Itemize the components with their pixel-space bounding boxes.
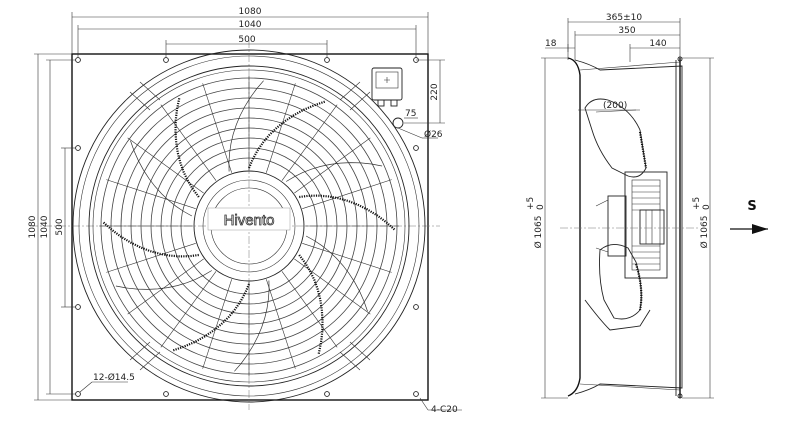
guard-spoke <box>160 271 217 348</box>
dim-gland-offset: 75 <box>405 109 416 119</box>
logo-text: Hivento <box>224 212 275 229</box>
guard-spoke <box>281 271 338 348</box>
blade-trailing-edge <box>305 235 368 312</box>
corner-callout: 4-C20 <box>431 405 458 415</box>
dim-height-inner-holes: 500 <box>55 218 65 235</box>
terminal-box <box>371 67 403 107</box>
front-left-dimensions <box>34 53 76 401</box>
impeller-blades <box>102 80 396 372</box>
venturi-ring-3 <box>88 65 410 387</box>
dim-depth-body: 350 <box>618 26 635 36</box>
airflow-label: S <box>747 199 756 214</box>
side-view: 365±10 350 140 18 <box>526 13 768 399</box>
holes-callout: 12-Ø14.5 <box>93 372 135 383</box>
guard-spoke <box>266 279 296 369</box>
blade-leading-edge <box>174 97 200 198</box>
guard-spoke <box>302 179 392 209</box>
blade-trailing-edge <box>130 140 193 217</box>
guard-spoke <box>160 104 217 181</box>
front-right-dimensions <box>397 59 445 139</box>
blade-leading-edge <box>298 254 324 355</box>
dim-dia-left: Ø 1065 <box>533 216 544 249</box>
dim-dia-right-tol-bottom: 0 <box>702 204 712 210</box>
front-top-dimensions <box>71 12 429 58</box>
venturi-outer-ring <box>72 49 426 403</box>
side-top-dimensions <box>545 18 681 62</box>
logo-plate <box>207 207 291 231</box>
dim-front-offset: 18 <box>545 39 557 49</box>
airflow-arrow <box>730 224 768 234</box>
dim-height-holes: 1040 <box>40 215 50 238</box>
dim-width-overall: 1080 <box>239 7 262 17</box>
blade-profile-upper <box>584 98 648 178</box>
guard-spoke <box>302 243 392 273</box>
dim-height-overall: 1080 <box>28 215 38 238</box>
guard-spoke <box>281 104 338 181</box>
blade-trailing-edge <box>286 162 383 182</box>
guard-spoke <box>127 137 204 194</box>
dim-dia-right-tol-top: +5 <box>692 197 702 210</box>
front-view: Hivento 1080 1040 500 <box>28 7 462 415</box>
dim-dia-left-tol-top: +5 <box>526 197 536 210</box>
mounting-plate <box>71 53 429 401</box>
motor-hub-inner <box>202 179 296 273</box>
guard-spoke <box>294 137 371 194</box>
guard-spoke <box>106 243 196 273</box>
guard-spoke <box>266 83 296 173</box>
guard-spoke <box>106 179 196 209</box>
dim-width-holes: 1040 <box>239 20 262 30</box>
blade-trailing-edge <box>115 270 212 290</box>
dim-depth-total: 365±10 <box>606 13 642 23</box>
venturi-ring-2 <box>78 55 420 397</box>
guard-spoke <box>127 258 204 315</box>
venturi-ring-4 <box>92 69 406 383</box>
motor-body <box>595 171 668 279</box>
blade-profile-lower <box>584 244 651 331</box>
dim-gland-dia: Ø26 <box>424 129 443 140</box>
corner-brackets <box>129 81 371 371</box>
dim-width-inner-holes: 500 <box>238 35 255 45</box>
dim-dia-right: Ø 1065 <box>699 216 710 249</box>
dim-depth-flange: 140 <box>649 39 666 49</box>
guard-spoke <box>202 83 232 173</box>
cable-gland <box>392 117 404 129</box>
side-diameter-dimensions <box>541 57 714 399</box>
dim-terminal-offset: 220 <box>430 83 440 100</box>
dim-dia-left-tol-bottom: 0 <box>536 204 546 210</box>
callout-leaders <box>79 381 462 411</box>
guard-spoke <box>294 258 371 315</box>
dim-inner: (200) <box>603 101 627 111</box>
blade-trailing-edge <box>234 280 270 372</box>
guard-spokes <box>99 76 399 376</box>
blade-trailing-edge <box>228 80 264 172</box>
motor-hub-outer <box>193 170 305 282</box>
guard-spoke <box>202 279 232 369</box>
